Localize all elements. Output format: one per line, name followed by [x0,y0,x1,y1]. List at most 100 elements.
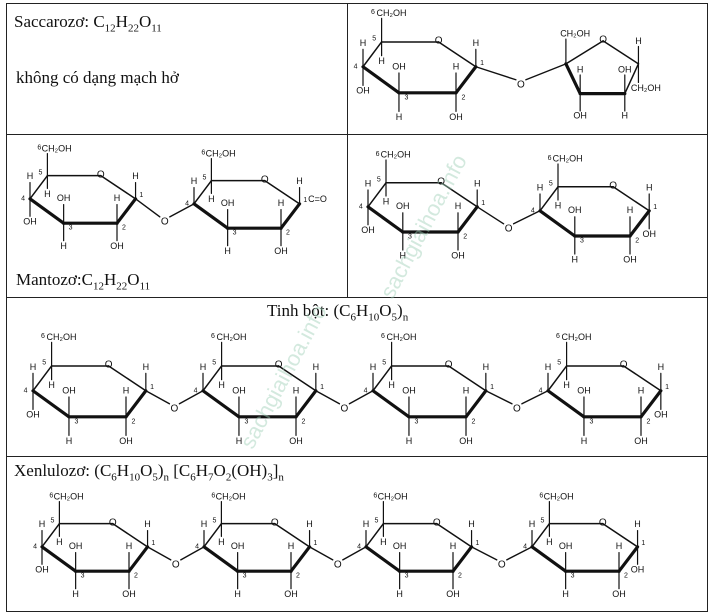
substituent-label: H [555,200,562,210]
substituent-label: H [400,250,407,260]
carbon-number: 4 [523,544,527,551]
substituent-label: H [39,519,46,529]
ring-bond [124,389,148,419]
ring-oxygen: O [599,35,607,46]
carbon-number: 4 [364,388,368,395]
substituent-label: H [200,362,207,372]
substituent-label: H [306,519,313,529]
substituent-label: OH [559,541,573,551]
substituent-label: H [406,436,413,446]
substituent-label: OH [568,205,582,215]
ring-bond [628,209,651,238]
carbon-number: 2 [461,95,465,102]
ch2oh-label: CH₂OH [217,332,247,342]
substituent-label: H [646,182,653,192]
substituent-label: H [191,176,198,186]
substituent-label: OH [122,589,136,599]
substituent-label: H [208,194,215,204]
substituent-label: OH [393,541,407,551]
carbon-number: 1 [475,540,479,547]
ring-oxygen: O [97,169,105,180]
carbon-number: 2 [301,419,305,426]
ring-bond [539,186,559,212]
glycosidic-bond [506,546,533,561]
carbon-number: 6 [376,151,380,158]
ch2oh-label: CH₂OH [377,8,407,18]
carbon-number: 1 [480,60,484,67]
ring-bond [264,179,301,205]
carbon-number: 5 [557,360,561,367]
carbon-number: 6 [201,150,205,157]
glycosidic-oxygen: O [505,223,513,234]
substituent-label: H [288,541,295,551]
substituent-label: H [572,254,579,264]
carbon-number: 2 [296,573,300,580]
substituent-label: H [453,61,460,71]
substituent-label: H [396,112,403,122]
carbon-number: 5 [540,518,544,525]
substituent-label: H [396,589,403,599]
glycosidic-bond [485,390,513,405]
substituent-label: H [370,362,377,372]
substituent-label: H [144,519,151,529]
carbon-number: 4 [539,388,543,395]
substituent-label: H [563,380,570,390]
ring-oxygen: O [599,517,607,528]
carbon-number: 5 [372,36,376,43]
ring-bond [564,62,582,96]
substituent-label: H [218,380,225,390]
ring-oxygen: O [105,360,113,371]
substituent-label: H [577,64,584,74]
substituent-label: H [450,541,457,551]
ch2oh-label: CH₂OH [544,491,574,501]
substituent-label: H [313,362,320,372]
carbon-number: 1 [641,540,645,547]
ring-bond [29,174,49,200]
watermark-text: sachgiaihoa.info [235,300,332,452]
substituent-label: OH [618,64,632,74]
carbon-number: 3 [243,573,247,580]
carbon-number: 2 [624,573,628,580]
ch2oh-label: CH₂OH [387,332,417,342]
carbon-number: 2 [635,238,639,245]
carbon-number: 2 [458,573,462,580]
carbon-number: 3 [580,238,584,245]
substituent-label: H [635,36,642,46]
ring-bond [40,545,78,573]
substituent-label: OH [459,436,473,446]
substituent-label: OH [449,112,463,122]
substituent-label: OH [231,541,245,551]
substituent-label: H [278,198,285,208]
carbon-number: 5 [549,181,553,188]
substituent-label: H [126,541,133,551]
carbon-number: 6 [49,493,53,500]
ring-bond [192,202,230,230]
ring-bond [365,522,385,548]
glycosidic-bond [134,198,161,218]
substituent-label: OH [577,385,591,395]
glycosidic-bond [308,546,334,561]
carbon-number: 1 [665,384,669,391]
substituent-label: H [622,110,629,120]
carbon-number: 3 [244,419,248,426]
tinh-bot-cell [6,297,708,457]
ring-bond [366,205,405,234]
substituent-label: H [27,171,34,181]
ring-bond [127,545,150,573]
glycosidic-oxygen: O [517,79,525,90]
carbon-number: 2 [122,225,126,232]
carbon-number: 1 [481,200,485,207]
ring-bond [547,365,568,392]
ring-oxygen: O [433,517,441,528]
substituent-label: OH [69,541,83,551]
carbon-number: 6 [371,9,375,16]
carbon-number: 6 [373,493,377,500]
glycosidic-oxygen: O [334,559,342,570]
ring-bond [530,545,568,573]
carbon-number: 1 [313,540,317,547]
glycosidic-oxygen: O [341,403,349,414]
carbon-number: 4 [185,201,189,208]
carbon-number: 1 [320,384,324,391]
carbon-number: 6 [211,333,215,340]
